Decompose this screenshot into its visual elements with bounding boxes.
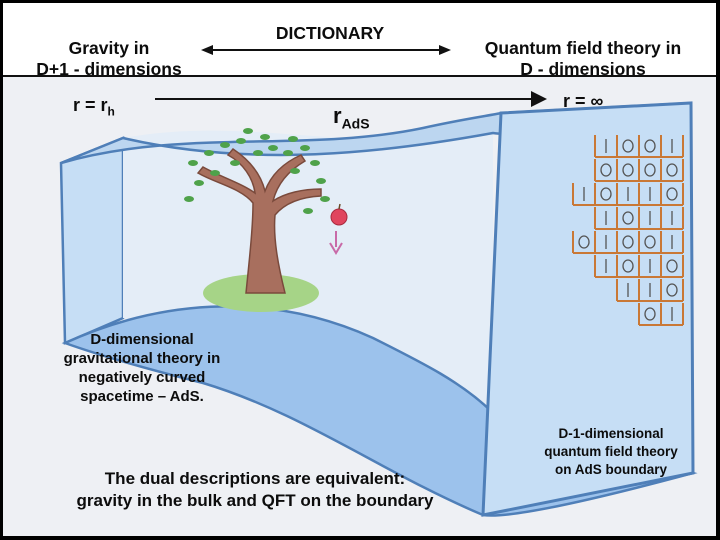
lattice-zero-symbol [644,163,656,177]
boundary-radius-label: r = ∞ [563,91,604,111]
bulk-description-line2: gravitational theory in [63,350,221,367]
leaf [310,160,320,166]
apple-body [330,208,348,226]
lattice-zero-symbol [600,187,612,201]
boundary-description: D-1-dimensional quantum field theory on … [511,425,711,479]
dictionary-arrow-right-head [439,45,451,55]
gravity-heading: Gravity in D+1 - dimensions [23,38,195,80]
horizon-radius-text: r = r [73,95,108,115]
leaf [260,134,270,140]
leaf [268,145,278,151]
lattice-zero-symbol [666,163,678,177]
dictionary-arrow [201,45,451,55]
apple [329,203,348,255]
leaf [184,196,194,202]
leaf [320,196,330,202]
conclusion: The dual descriptions are equivalent: gr… [35,468,475,512]
leaf [300,145,310,151]
leaf [220,142,230,148]
dictionary-arrow-left-head [201,45,213,55]
leaf [236,138,246,144]
dictionary-heading: DICTIONARY [275,23,385,43]
ads-radius-text: r [333,103,342,128]
horizon-radius-label: r = rh [73,95,115,119]
horizon-radius-subscript: h [107,104,115,119]
leaf [316,178,326,184]
leaf [283,150,293,156]
header-band: Gravity in D+1 - dimensions DICTIONARY Q… [3,3,716,80]
lattice-zero-symbol [644,139,656,153]
apple-stem [338,203,341,210]
leaf [290,168,300,174]
lattice-zero-symbol [600,163,612,177]
lattice-zero-symbol [578,235,590,249]
lattice-zero-symbol [644,235,656,249]
boundary-description-line2: quantum field theory [544,444,678,459]
slide: Gravity in D+1 - dimensions DICTIONARY Q… [3,3,716,536]
leaf [303,208,313,214]
leaf [188,160,198,166]
qft-heading-line1: Quantum field theory in [484,38,682,58]
leaf [243,128,253,134]
lattice-zero-symbol [622,139,634,153]
tree-trunk [196,148,322,294]
qft-heading: Quantum field theory in D - dimensions [455,38,711,80]
ads-radius-label: rAdS [333,103,370,131]
leaf [230,160,240,166]
leaf [194,180,204,186]
gravity-heading-line2: D+1 - dimensions [36,59,182,79]
boundary-description-line1: D-1-dimensional [558,426,664,441]
horizon-wall [59,136,125,345]
tree-leaves [184,128,330,214]
boundary-description-line3: on AdS boundary [555,462,667,477]
leaf [253,150,263,156]
bulk-description: D-dimensional gravitational theory in ne… [31,330,253,406]
ads-cft-illustration [59,45,698,517]
qft-lattice [572,135,684,326]
tree [184,128,330,294]
lattice-zero-symbol [666,187,678,201]
gravity-heading-line1: Gravity in [68,38,150,58]
bulk-description-line3: negatively curved [78,369,206,386]
tunnel-back-surface [123,121,493,413]
leaf [204,150,214,156]
bulk-description-line4: spacetime – AdS. [80,388,204,405]
conclusion-line1: The dual descriptions are equivalent: [104,469,406,488]
bulk-description-line1: D-dimensional [90,331,194,348]
lattice-zero-symbol [644,307,656,321]
ads-radius-subscript: AdS [341,115,370,132]
leaf [210,170,220,176]
lattice-zero-symbol [622,235,634,249]
lattice-zero-symbol [666,283,678,297]
lattice-zero-symbol [622,259,634,273]
qft-heading-line2: D - dimensions [520,59,646,79]
conclusion-line2: gravity in the bulk and QFT on the bound… [76,491,434,510]
lattice-zero-symbol [622,211,634,225]
leaf [288,136,298,142]
falling-arrow [329,231,343,255]
lattice-zero-symbol [666,259,678,273]
lattice-zero-symbol [622,163,634,177]
